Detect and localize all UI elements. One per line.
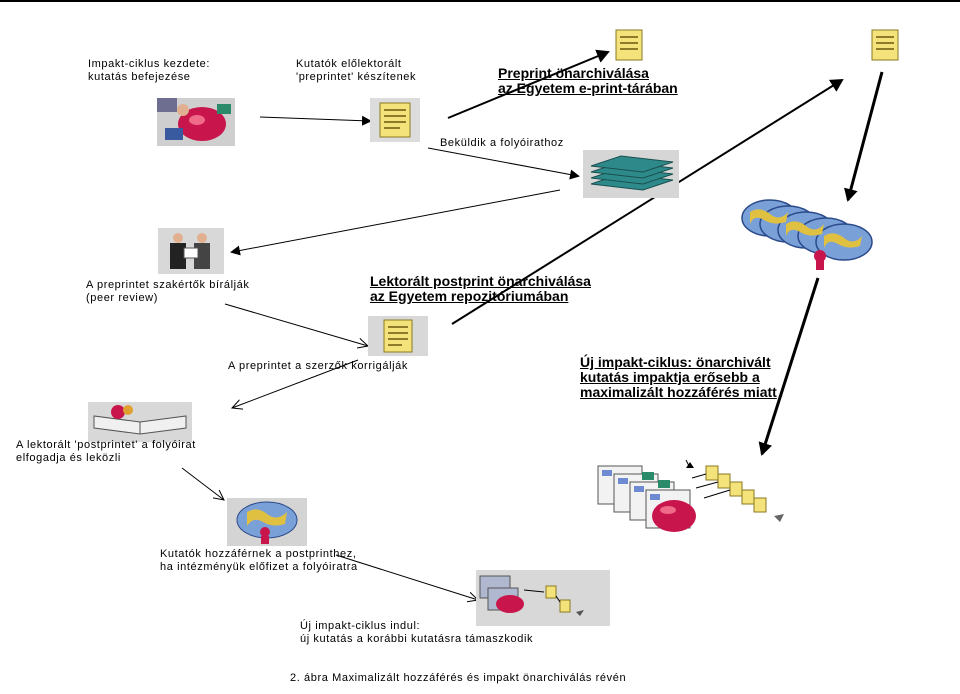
label-researchers: Kutatók előlektorált 'preprintet' készít… xyxy=(296,58,417,83)
label-access: Kutatók hozzáférnek a postprinthez, ha i… xyxy=(160,548,358,573)
heading-impact: Új impakt-ciklus: önarchivált kutatás im… xyxy=(580,354,777,400)
globe-stack-icon xyxy=(741,199,873,270)
arrow-journal-to-access xyxy=(181,467,224,500)
impact-chain-icon xyxy=(597,459,784,532)
heading-preprint: Preprint önarchiválása az Egyetem e-prin… xyxy=(498,65,678,96)
globe-user-icon xyxy=(227,498,307,546)
heading-postprint: Lektorált postprint önarchiválása az Egy… xyxy=(370,273,591,304)
eprint-document-icon xyxy=(615,29,643,61)
arrow-correct-to-repository xyxy=(451,78,844,325)
paper-stack-icon xyxy=(583,150,679,198)
figure-caption: 2. ábra Maximalizált hozzáférés és impak… xyxy=(290,672,627,684)
arrow-lab-to-doc xyxy=(259,115,372,126)
top-border xyxy=(0,0,960,2)
reviewers-icon xyxy=(158,228,224,274)
corrected-document-icon xyxy=(368,316,428,356)
label-correct: A preprintet a szerzők korrigálják xyxy=(228,360,408,372)
label-submit: Beküldik a folyóirathoz xyxy=(440,137,564,149)
researcher-lab-icon xyxy=(157,98,235,146)
label-accept: A lektorált 'postprintet' a folyóirat el… xyxy=(16,439,196,464)
label-newcycle: Új impakt-ciklus indul: új kutatás a kor… xyxy=(300,620,534,645)
arrow-review-to-correct xyxy=(224,303,368,346)
arrow-doc-to-eprint xyxy=(447,49,610,119)
new-cycle-icon xyxy=(476,570,610,626)
label-start: Impakt-ciklus kezdete: kutatás befejezés… xyxy=(88,58,211,83)
document-icon xyxy=(370,98,420,142)
label-review: A preprintet szakértők bírálják (peer re… xyxy=(86,279,250,304)
repository-document-icon xyxy=(871,29,899,61)
book-icon xyxy=(88,402,192,442)
arrow-doc-to-stack xyxy=(427,147,580,180)
arrow-access-to-newcycle xyxy=(335,554,478,600)
arrow-repository-to-globe xyxy=(844,71,884,202)
arrow-globe-to-impact xyxy=(758,277,820,456)
arrow-stack-to-reviewers xyxy=(230,189,561,256)
arrow-correct-to-journal xyxy=(232,359,359,408)
